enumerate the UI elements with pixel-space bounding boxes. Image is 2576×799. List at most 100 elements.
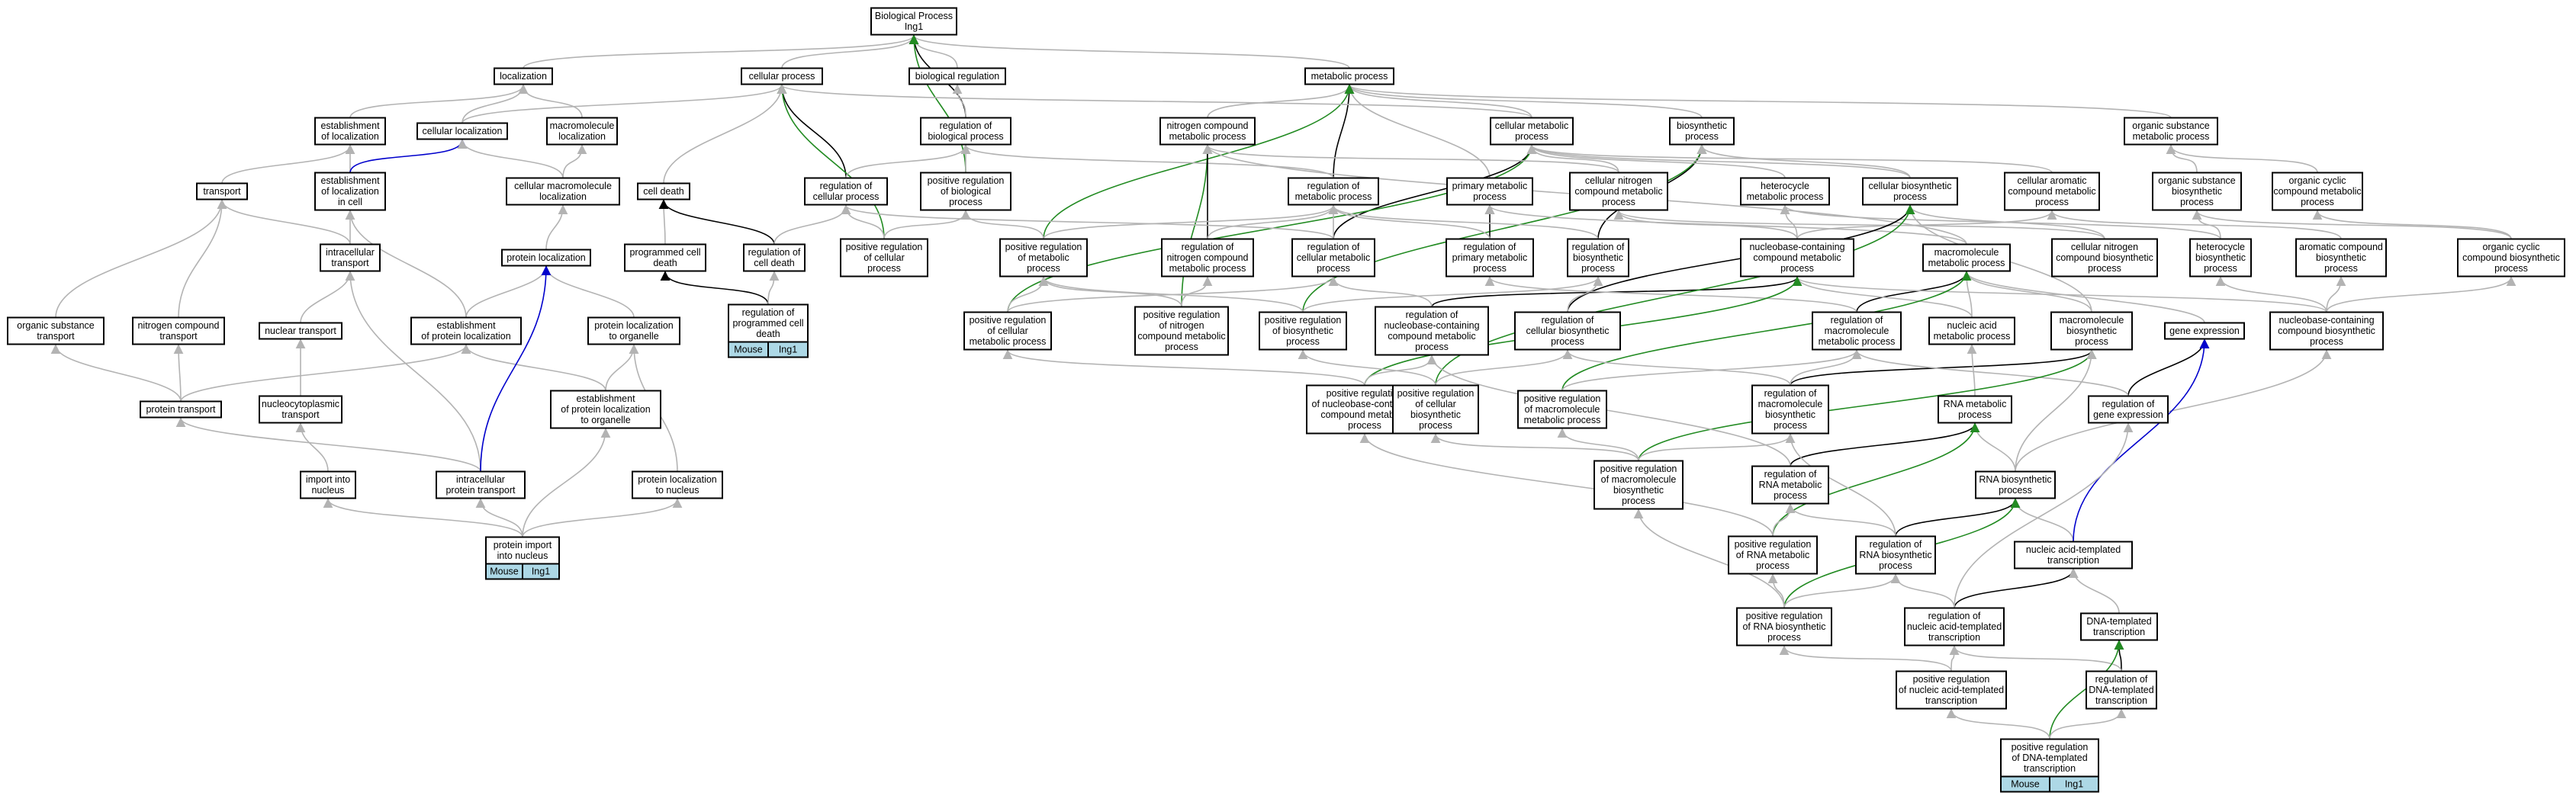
edge-is_a-cellloc-to-cp [461, 84, 787, 124]
go-term-node-cp[interactable]: cellular process [741, 67, 823, 85]
go-term-node-geneexp[interactable]: gene expression [2164, 322, 2245, 340]
node-box [1134, 306, 1229, 356]
node-label-line: of localization [321, 131, 379, 142]
edge-positively_regulates-posregncmp-to-ncmp [1181, 144, 1213, 307]
go-term-node-breg[interactable]: biological regulation [909, 67, 1006, 85]
node-label-line: regulation of [1928, 611, 1981, 621]
edge-is_a-cmacloc-to-cellloc [457, 139, 564, 178]
node-label-line: cellular biosynthetic [1868, 181, 1951, 191]
go-term-node-cellloc[interactable]: cellular localization [416, 122, 508, 140]
go-term-node-prott[interactable]: protein transport [140, 400, 222, 419]
go-term-node-mp[interactable]: metabolic process [1304, 67, 1394, 85]
node-box [1161, 238, 1254, 278]
go-term-node-regmacbsp[interactable]: regulation ofmacromoleculebiosyntheticpr… [1751, 384, 1829, 435]
go-term-node-transport[interactable]: transport [196, 182, 248, 201]
go-term-node-protloc[interactable]: protein localization [501, 249, 591, 267]
edge-is_a-posregmacbsp-to-regmacbsp [1638, 433, 1796, 461]
node-box [2189, 238, 2252, 278]
node-label-line: process [1165, 342, 1198, 352]
gene-cell [767, 341, 809, 358]
go-term-node-celldeath[interactable]: cell death [637, 182, 690, 201]
go-term-node-regnbcmp[interactable]: regulation ofnucleobase-containingcompou… [1375, 306, 1489, 356]
node-box [1736, 607, 1832, 647]
node-label-line: positive regulation [928, 175, 1005, 186]
node-box [485, 536, 560, 565]
go-term-node-nuct[interactable]: nuclear transport [259, 322, 343, 340]
node-label-line: process [2494, 263, 2528, 274]
go-term-node-loc[interactable]: localization [494, 67, 553, 85]
